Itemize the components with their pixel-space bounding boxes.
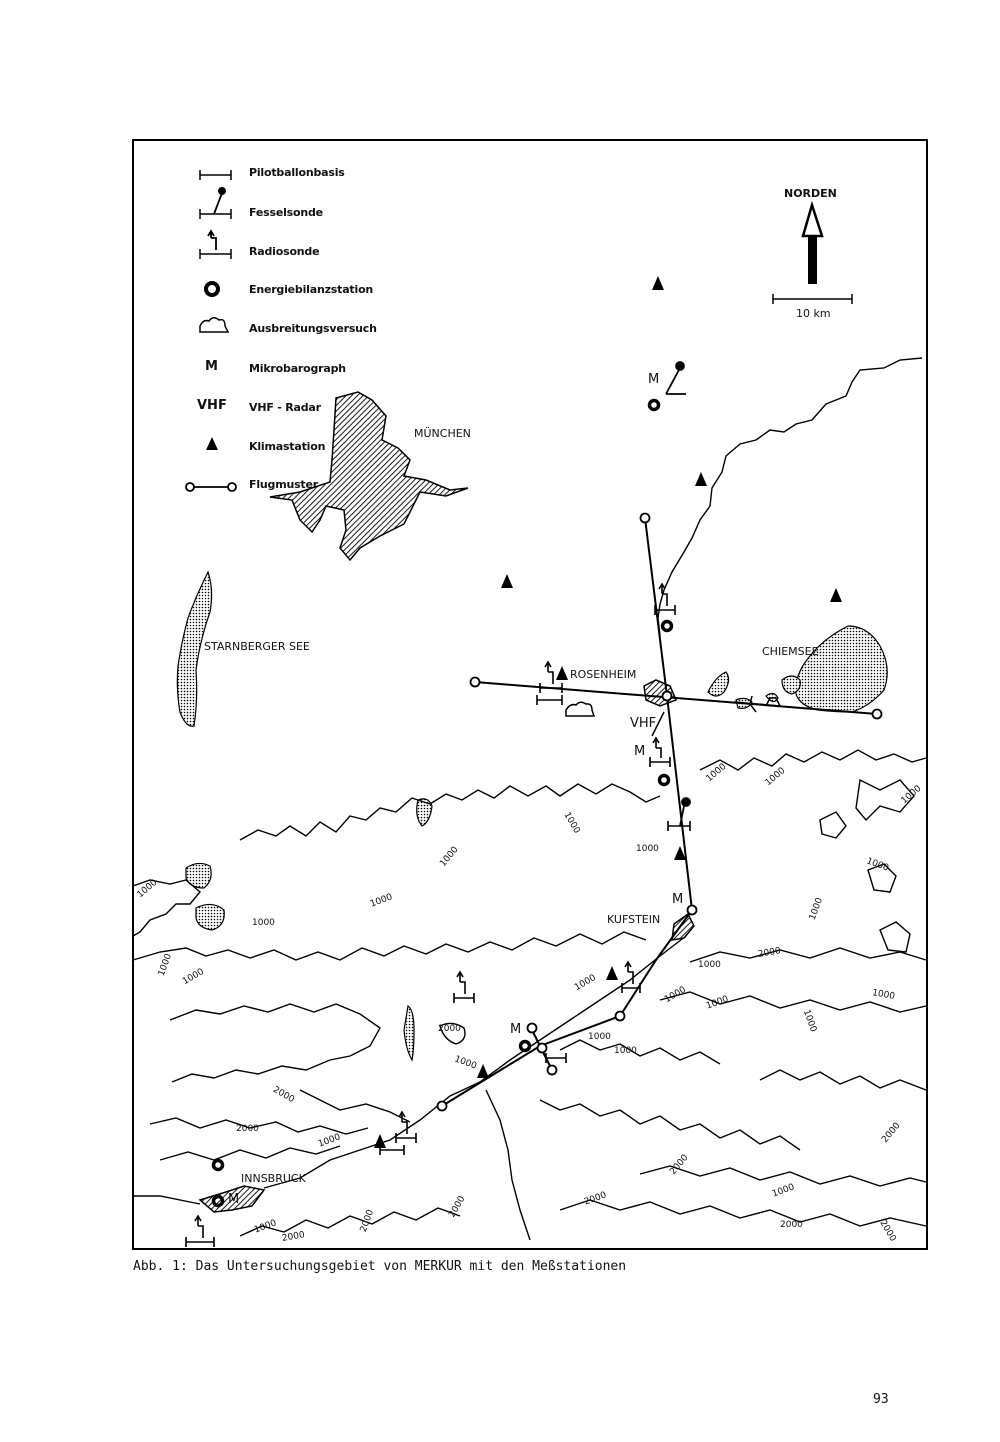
mountain-contours — [132, 749, 927, 1241]
microbarograph-marker: M — [648, 372, 660, 387]
map-frame — [132, 139, 928, 1250]
aircraft-icon — [733, 695, 782, 713]
contour-label: 2000 — [780, 1220, 803, 1230]
page-number: 93 — [873, 1392, 889, 1407]
microbarograph-icon: M — [205, 359, 218, 374]
legend-label-energy-balance: Energiebilanzstation — [249, 283, 374, 296]
tethered-sondes — [665, 361, 691, 827]
inn-river — [657, 357, 923, 637]
microbarograph-marker: M — [672, 892, 684, 907]
kufstein-city-area — [671, 912, 695, 941]
place-chiemsee: CHIEMSEE — [762, 645, 819, 658]
radiosondes — [185, 582, 676, 1247]
flight-pattern-icon — [185, 482, 237, 492]
radiosonde-icon — [199, 229, 232, 259]
microbarograph-marker: M — [228, 1192, 240, 1207]
contour-label: 1000 — [698, 960, 721, 970]
tethered-sonde-icon — [199, 187, 232, 219]
north-arrow-icon — [801, 200, 824, 284]
legend-label-dispersion: Ausbreitungsversuch — [249, 322, 377, 335]
legend-label-microbarograph: Mikrobarograph — [249, 362, 346, 375]
microbarograph-marker: M — [634, 744, 646, 759]
legend-label-radiosonde: Radiosonde — [249, 245, 320, 258]
microbarograph-marker: M — [510, 1022, 522, 1037]
energy-balance-stations — [211, 398, 674, 1208]
contour-label: 1000 — [636, 844, 659, 854]
place-innsbruck: INNSBRUCK — [241, 1172, 306, 1185]
place-starnberger-see: STARNBERGER SEE — [204, 640, 310, 653]
legend-label-climate-station: Klimastation — [249, 440, 326, 453]
legend-label-tethered-sonde: Fesselsonde — [249, 206, 323, 219]
contour-label: 1000 — [252, 918, 275, 928]
flight-pattern-waypoints — [436, 512, 883, 1112]
vhf-radar-icon: VHF — [197, 398, 227, 413]
north-label: NORDEN — [784, 187, 837, 200]
contour-label: 2000 — [438, 1024, 461, 1034]
muenchen-city-area — [269, 391, 469, 562]
pilot-balloon-bases — [379, 695, 691, 1155]
contour-label: 1000 — [588, 1032, 611, 1042]
legend-label-vhf-radar: VHF - Radar — [249, 401, 321, 414]
legend-label-pilot-balloon: Pilotballonbasis — [249, 166, 345, 179]
legend-symbols — [185, 170, 237, 492]
climate-station-icon — [206, 437, 218, 450]
scale-label: 10 km — [796, 307, 831, 320]
starnberger-see-lake — [176, 570, 213, 727]
contour-label: 2000 — [236, 1124, 259, 1134]
place-muenchen: MÜNCHEN — [414, 427, 471, 440]
place-rosenheim: ROSENHEIM — [570, 668, 637, 681]
place-kufstein: KUFSTEIN — [607, 913, 661, 926]
climate-stations — [374, 276, 842, 1148]
figure-caption: Abb. 1: Das Untersuchungsgebiet von MERK… — [133, 1259, 627, 1274]
chiemsee-lake — [795, 625, 888, 713]
contour-label: 1000 — [614, 1046, 637, 1056]
vhf-radar-marker: VHF — [630, 716, 657, 731]
dispersion-experiment-icon — [199, 317, 230, 333]
scale-bar — [772, 294, 853, 304]
legend-label-flight-pattern: Flugmuster — [249, 478, 318, 491]
pilot-balloon-base-icon — [199, 170, 232, 180]
dispersion-experiment-site — [565, 701, 596, 717]
vhf-radar-pointer — [651, 711, 665, 737]
energy-balance-station-icon — [204, 281, 220, 297]
